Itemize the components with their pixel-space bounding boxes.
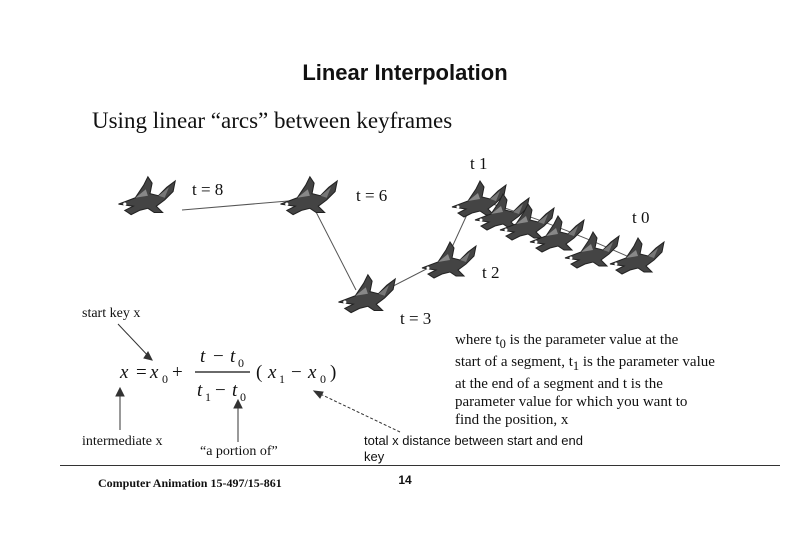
svg-text:0: 0 xyxy=(238,356,244,370)
keyframe-label: t 1 xyxy=(470,154,488,173)
slide-subtitle: Using linear “arcs” between keyframes xyxy=(92,108,453,133)
portion-label: “a portion of” xyxy=(200,444,278,459)
equation: x = x 0 + t − t 0 t 1 − t 0 ( x 1 − x 0 … xyxy=(119,346,336,404)
eagle-icon xyxy=(117,176,176,216)
svg-text:x: x xyxy=(119,362,129,383)
svg-text:t: t xyxy=(230,346,236,367)
svg-text:+: + xyxy=(172,362,183,383)
svg-text:t: t xyxy=(197,380,203,401)
course-name: Computer Animation 15-497/15-861 xyxy=(98,476,282,490)
svg-text:−: − xyxy=(291,362,302,383)
svg-text:−: − xyxy=(213,346,224,367)
svg-text:(: ( xyxy=(256,362,262,383)
svg-text:x: x xyxy=(149,362,159,383)
svg-text:t: t xyxy=(232,380,238,401)
svg-text:): ) xyxy=(330,362,336,383)
path-segment xyxy=(181,199,301,211)
eagle-icon xyxy=(609,237,665,275)
intermediate-label: intermediate x xyxy=(82,434,163,449)
explanation-text: where t0 is the parameter value at the s… xyxy=(455,332,715,428)
slide-title: Linear Interpolation xyxy=(302,60,508,85)
svg-text:x: x xyxy=(307,362,317,383)
svg-text:t: t xyxy=(200,346,206,367)
keyframe-label: t = 3 xyxy=(400,309,432,328)
svg-text:0: 0 xyxy=(162,372,168,386)
svg-text:=: = xyxy=(136,362,147,383)
svg-text:x: x xyxy=(267,362,277,383)
eagle-icon xyxy=(279,176,338,216)
svg-text:−: − xyxy=(215,380,226,401)
start-key-label: start key x xyxy=(82,306,141,321)
path-segment xyxy=(313,207,357,291)
distance-label: total x distance between start and end k… xyxy=(364,433,583,464)
svg-text:1: 1 xyxy=(205,390,211,404)
svg-text:0: 0 xyxy=(320,372,326,386)
keyframe-label: t = 6 xyxy=(356,186,388,205)
keyframe-label: t 2 xyxy=(482,263,500,282)
svg-text:0: 0 xyxy=(240,390,246,404)
keyframe-label: t 0 xyxy=(632,208,650,227)
svg-text:1: 1 xyxy=(279,372,285,386)
page-number: 14 xyxy=(398,473,412,487)
eagle-icon xyxy=(421,241,477,279)
eagle-icon xyxy=(337,274,396,314)
keyframe-label: t = 8 xyxy=(192,180,224,199)
footer-divider xyxy=(60,465,780,466)
